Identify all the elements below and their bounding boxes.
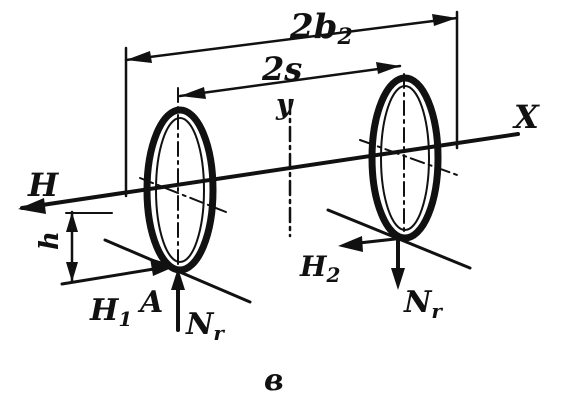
dim-2s-arrow-left	[180, 87, 206, 99]
dim-2s-line	[178, 64, 402, 98]
label-H2: H2	[299, 250, 340, 287]
caption: в	[264, 363, 284, 398]
label-A: A	[137, 285, 163, 320]
left-wheel	[143, 106, 217, 274]
right-wheel-axis-dash	[359, 139, 461, 177]
label-2b2: 2b2	[289, 7, 353, 50]
dim-2b2-line	[124, 16, 459, 62]
label-y: y	[275, 88, 294, 121]
label-H: H	[27, 166, 60, 204]
left-wheel-axis-dash	[139, 177, 227, 213]
dim-2b2-arrow-right	[432, 14, 457, 26]
label-X: X	[512, 98, 540, 136]
left-wheel-inner	[155, 117, 205, 263]
label-N-left: Nr	[185, 307, 225, 345]
label-2s: 2s	[261, 50, 302, 88]
force-H2-arrow	[338, 236, 363, 252]
force-N-right-arrow	[391, 268, 405, 290]
force-H1-arrow	[150, 258, 176, 276]
dim-2s-arrow-right	[376, 62, 400, 74]
h-arrow-top	[66, 212, 78, 232]
arrow-H-head	[18, 198, 46, 214]
h-arrow-bottom	[66, 262, 78, 282]
force-N-left-arrow	[171, 268, 185, 290]
label-N-right: Nr	[403, 285, 443, 323]
label-h: h	[35, 231, 65, 250]
label-H1: H1	[89, 293, 132, 331]
dim-2b2-arrow-left	[126, 51, 152, 63]
force-H1-line	[60, 266, 162, 286]
